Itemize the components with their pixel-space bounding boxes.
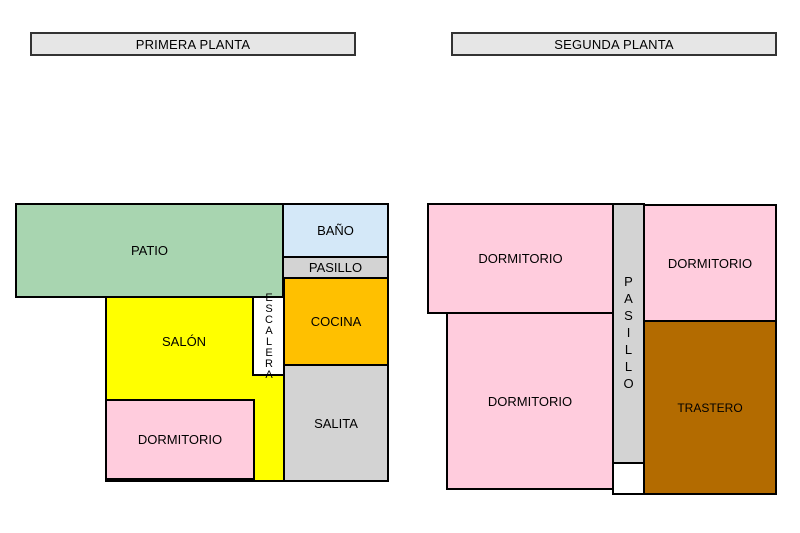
- room-dormitorio-2b-label: DORMITORIO: [487, 393, 573, 409]
- room-pasillo-1: PASILLO: [282, 256, 389, 279]
- room-cocina: COCINA: [283, 277, 389, 366]
- room-dormitorio-2c: DORMITORIO: [643, 204, 777, 322]
- room-salita: SALITA: [283, 364, 389, 482]
- room-dormitorio-1-label: DORMITORIO: [137, 432, 223, 447]
- room-dormitorio-2c-label: DORMITORIO: [667, 255, 753, 271]
- room-patio: PATIO: [15, 203, 284, 298]
- first-floor-title: PRIMERA PLANTA: [30, 32, 356, 56]
- room-trastero: TRASTERO: [643, 320, 777, 495]
- room-dormitorio-1: DORMITORIO: [105, 399, 255, 480]
- room-escalera-label: ESCALERA: [263, 292, 275, 380]
- room-cocina-label: COCINA: [310, 314, 362, 329]
- room-pasillo-2-label: PASILLO: [621, 274, 636, 393]
- room-dormitorio-2b: DORMITORIO: [446, 312, 614, 490]
- second-floor-title: SEGUNDA PLANTA: [451, 32, 777, 56]
- room-trastero-label: TRASTERO: [677, 400, 743, 415]
- room-patio-label: PATIO: [130, 243, 169, 258]
- room-bano-label: BAÑO: [317, 223, 354, 238]
- room-dormitorio-2a: DORMITORIO: [427, 203, 614, 314]
- room-salita-label: SALITA: [314, 415, 358, 431]
- room-salon-label: SALÓN: [162, 334, 207, 349]
- room-dormitorio-2a-label: DORMITORIO: [478, 251, 563, 266]
- room-bano: BAÑO: [282, 203, 389, 258]
- room-pasillo-1-label: PASILLO: [308, 260, 363, 275]
- room-escalera: ESCALERA: [252, 292, 285, 380]
- stair-void: [612, 462, 645, 495]
- room-pasillo-2: PASILLO: [612, 203, 645, 464]
